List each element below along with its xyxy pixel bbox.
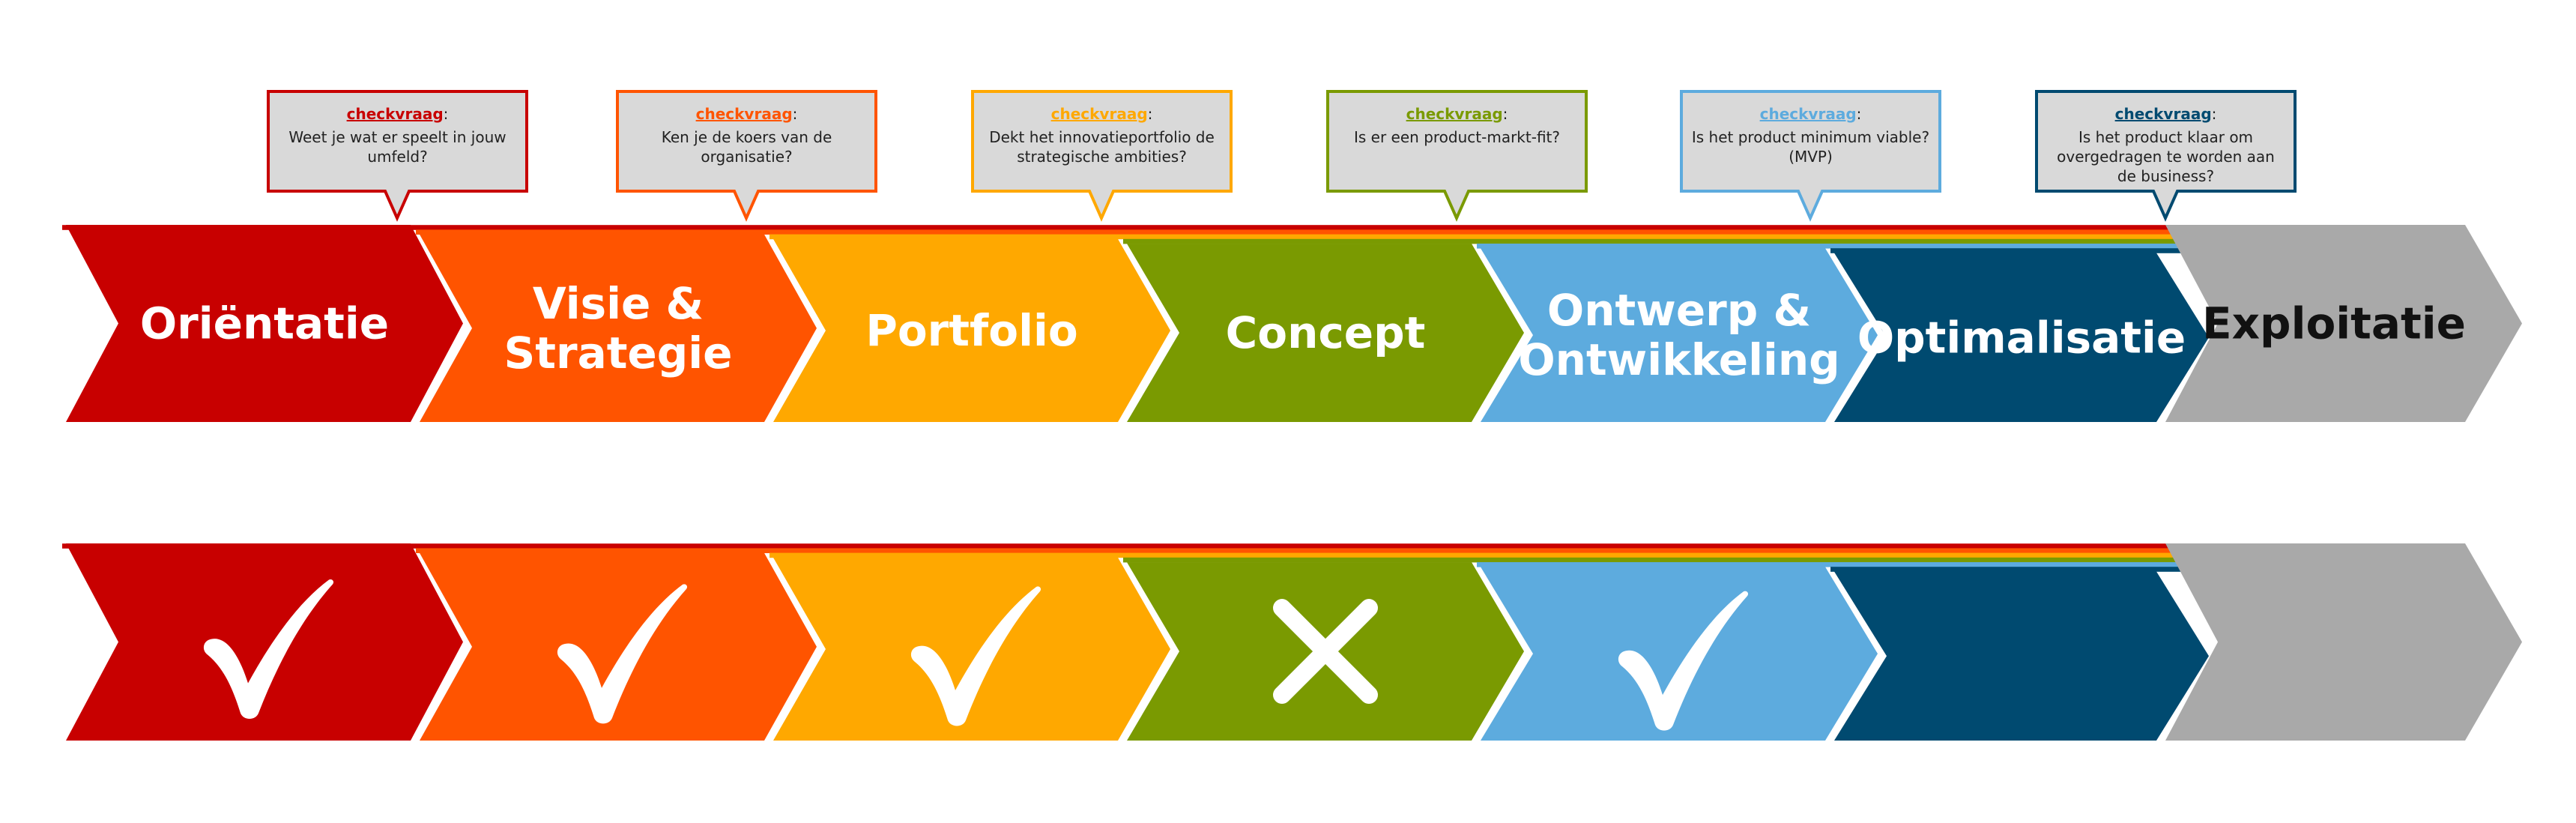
- callout-visie-strategie: checkvraag: Ken je de koers van de organis…: [616, 90, 877, 222]
- callout-question: Ken je de koers van de: [662, 128, 832, 146]
- color-band: [62, 225, 2188, 230]
- checkmark-icon: [203, 579, 334, 719]
- callout-question: Dekt het innovatieportfolio de: [989, 128, 1215, 146]
- callout-heading: checkvraag:: [1760, 105, 1862, 123]
- checkmark-icon: [557, 584, 688, 724]
- checkmark-icon: [1618, 591, 1749, 731]
- stage-chevron-optimalisatie: [1834, 253, 2209, 422]
- callout-heading: checkvraag:: [347, 105, 449, 123]
- cross-icon: [1273, 599, 1378, 705]
- stage-chevron-visie-strategie: [420, 234, 817, 422]
- callout-portfolio: checkvraag: Dekt het innovatieportfolio d…: [971, 90, 1233, 222]
- callout-question: de business?: [2117, 167, 2214, 185]
- color-band: [1477, 562, 2188, 567]
- color-band: [1123, 238, 2188, 244]
- stage-label: Exploitatie: [2202, 298, 2466, 349]
- color-band: [62, 543, 2188, 549]
- callout-question: Is er een product-markt-fit?: [1354, 128, 1560, 146]
- stage-chevron-ontwerp-ontwikkeling: [1481, 248, 1878, 422]
- color-band: [1477, 244, 2188, 249]
- callout-optimalisatie: checkvraag: Is het product klaar om overge…: [2035, 90, 2297, 222]
- callout-question: overgedragen te worden aan: [2057, 148, 2275, 166]
- stage-chevron-concept: [1127, 244, 1524, 422]
- status-chevron-visie-strategie: [420, 552, 817, 741]
- callout-question: Is het product minimum viable?: [1692, 128, 1929, 146]
- stage-label: Portfolio: [865, 305, 1077, 356]
- color-band: [1123, 557, 2188, 563]
- status-chevron-orientatie: [66, 543, 463, 741]
- callout-bubble: [971, 90, 1233, 222]
- color-band: [416, 548, 2188, 553]
- callout-bubble: [2035, 90, 2297, 222]
- stage-label: Strategie: [504, 328, 732, 379]
- callout-ontwerp-ontwikkeling: checkvraag: Is het product minimum viable…: [1680, 90, 1941, 222]
- stage-label: Oriëntatie: [140, 298, 389, 349]
- checkmark-icon: [910, 586, 1041, 726]
- callout-heading: checkvraag:: [696, 105, 798, 123]
- callout-question: (MVP): [1789, 148, 1833, 166]
- callout-bubble: [1326, 90, 1588, 222]
- callout-bubble: [1680, 90, 1941, 222]
- stage-label: Ontwerp &: [1547, 285, 1811, 336]
- callout-heading: checkvraag:: [2115, 105, 2217, 123]
- stage-chevron-portfolio: [773, 238, 1170, 422]
- status-chevron-portfolio: [773, 557, 1170, 741]
- stage-chevron-orientatie: [66, 225, 463, 422]
- stage-label: Ontwikkeling: [1518, 334, 1839, 385]
- color-band: [1830, 567, 2188, 572]
- status-chevron-optimalisatie: [1834, 571, 2209, 741]
- callout-heading: checkvraag:: [1051, 105, 1153, 123]
- color-band: [770, 234, 2188, 240]
- status-chevron-exploitatie: [2165, 543, 2522, 741]
- callout-question: Is het product klaar om: [2078, 128, 2253, 146]
- callout-question: umfeld?: [367, 148, 427, 166]
- callout-orientatie: checkvraag: Weet je wat er speelt in jouw…: [267, 90, 528, 222]
- color-band: [416, 229, 2188, 235]
- callout-question: strategische ambities?: [1017, 148, 1187, 166]
- status-chevron-ontwerp-ontwikkeling: [1481, 567, 1878, 741]
- callout-bubble: [616, 90, 877, 222]
- callout-question: Weet je wat er speelt in jouw: [288, 128, 506, 146]
- callout-concept: checkvraag: Is er een product-markt-fit?: [1326, 90, 1588, 222]
- callout-heading: checkvraag:: [1406, 105, 1508, 123]
- stage-chevron-exploitatie: [2165, 225, 2522, 422]
- color-band: [770, 552, 2188, 558]
- color-band: [1830, 248, 2188, 253]
- stage-label: Optimalisatie: [1857, 312, 2186, 363]
- callout-question: organisatie?: [701, 148, 792, 166]
- stage-label: Concept: [1226, 307, 1426, 358]
- callout-bubble: [267, 90, 528, 222]
- stage-label: Visie &: [533, 278, 704, 329]
